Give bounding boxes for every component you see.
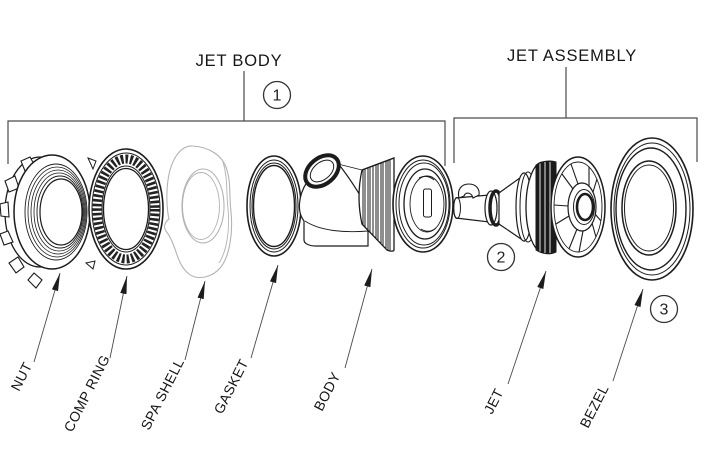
callout-3-number: 3 — [660, 302, 669, 319]
spa-shell-leader-arrow — [184, 280, 206, 361]
bezel-label: BEZEL — [576, 382, 611, 431]
spa-shell-drawing — [164, 145, 233, 279]
comp-ring-leader-arrow — [109, 275, 128, 359]
jet-drawing — [453, 156, 606, 258]
gasket-label: GASKET — [210, 356, 251, 416]
jet-assembly-group-label: JET ASSEMBLY — [507, 47, 637, 65]
nut-drawing — [0, 154, 97, 289]
body-drawing — [298, 153, 454, 253]
nut-leader-arrow — [33, 272, 61, 363]
callout-3-circle — [649, 294, 679, 324]
jet-leader-arrow — [507, 270, 547, 385]
body-label: BODY — [310, 369, 343, 413]
callout-2: 2 — [486, 242, 516, 272]
spa-shell-label: SPA SHELL — [137, 356, 187, 433]
comp-ring-label: COMP RING — [60, 352, 113, 434]
gasket-drawing — [246, 155, 302, 257]
comp-ring-drawing — [88, 148, 164, 270]
callout-1: 1 — [262, 80, 292, 110]
part-labels: NUT COMP RING SPA SHELL GASKET BODY JET … — [7, 264, 644, 434]
jet-body-group: JET BODY 1 — [7, 52, 446, 166]
nut-label: NUT — [7, 359, 35, 393]
jet-body-bracket — [7, 120, 446, 166]
jet-assembly-bracket — [453, 117, 698, 163]
callout-2-circle — [486, 242, 516, 272]
body-leader-arrow — [344, 268, 373, 369]
bezel-leader-arrow — [612, 288, 644, 382]
jet-assembly-group: JET ASSEMBLY — [453, 47, 698, 163]
jet-body-group-label: JET BODY — [196, 52, 283, 70]
callout-1-circle — [262, 80, 292, 110]
callout-2-number: 2 — [497, 250, 506, 267]
callout-1-number: 1 — [273, 88, 282, 105]
callout-3: 3 — [649, 294, 679, 324]
bezel-drawing — [610, 137, 694, 281]
gasket-leader-arrow — [250, 264, 279, 359]
jet-label: JET — [480, 386, 506, 417]
